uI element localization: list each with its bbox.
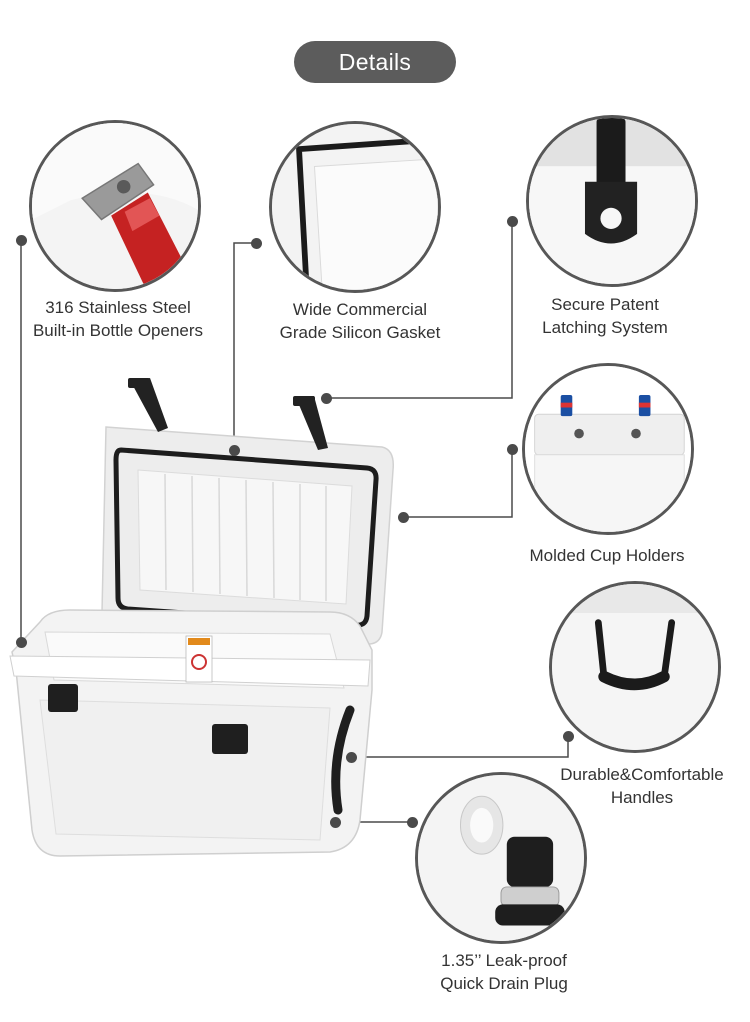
dot-handle-end <box>345 751 357 763</box>
cooler-illustration <box>9 378 395 857</box>
cooler-body <box>9 609 373 857</box>
drain-plug-photo <box>415 772 587 944</box>
caption-cup-holder: Molded Cup Holders <box>497 544 717 567</box>
caption-drain-plug-line1: 1.35’’ Leak-proof <box>441 951 567 970</box>
dot-bottle-opener-start <box>15 234 27 246</box>
caption-latch: Secure Patent Latching System <box>495 293 715 339</box>
caption-bottle-opener: 316 Stainless Steel Built-in Bottle Open… <box>8 296 228 342</box>
dot-drain-plug-end <box>329 816 341 828</box>
caption-gasket-line1: Wide Commercial <box>292 300 428 319</box>
bottle-opener-photo <box>29 120 201 292</box>
caption-handle-line2: Handles <box>610 788 674 807</box>
lid-latch-right <box>293 396 328 450</box>
caption-cup-holder-line1: Molded Cup Holders <box>529 546 685 565</box>
side-handle <box>331 705 355 815</box>
dot-handle-start <box>562 730 574 742</box>
lid-latch-left <box>128 378 168 432</box>
dot-cup-holder-end <box>397 511 409 523</box>
page-title-text: Details <box>338 48 412 75</box>
dot-cup-holder-start <box>506 443 518 455</box>
caption-drain-plug-line2: Quick Drain Plug <box>440 974 568 993</box>
caption-latch-line2: Latching System <box>542 318 668 337</box>
body-latch-right <box>212 724 248 754</box>
connector-cup-holder <box>403 449 513 518</box>
dot-drain-plug-start <box>406 816 418 828</box>
caption-bottle-opener-line2: Built-in Bottle Openers <box>32 321 204 340</box>
caption-handle-line1: Durable&Comfortable <box>560 765 724 784</box>
page-title: Details <box>294 41 456 83</box>
dot-gasket-end <box>228 444 240 456</box>
connector-latch <box>326 221 513 399</box>
dot-bottle-opener-end <box>15 636 27 648</box>
dot-latch-start <box>506 215 518 227</box>
latch-photo <box>526 115 698 287</box>
cooler-lid <box>101 426 395 645</box>
handle-photo <box>549 581 721 753</box>
gasket-photo <box>269 121 441 293</box>
body-latch-left <box>48 684 78 712</box>
dot-latch-end <box>320 392 332 404</box>
cup-holder-photo <box>522 363 694 535</box>
caption-latch-line1: Secure Patent <box>551 295 659 314</box>
connector-gasket <box>233 242 256 450</box>
caption-handle: Durable&Comfortable Handles <box>536 763 748 809</box>
caption-gasket: Wide Commercial Grade Silicon Gasket <box>250 298 470 344</box>
dot-gasket-start <box>250 237 262 249</box>
caption-drain-plug: 1.35’’ Leak-proof Quick Drain Plug <box>394 949 614 995</box>
caption-gasket-line2: Grade Silicon Gasket <box>279 323 441 342</box>
caption-bottle-opener-line1: 316 Stainless Steel <box>45 298 191 317</box>
